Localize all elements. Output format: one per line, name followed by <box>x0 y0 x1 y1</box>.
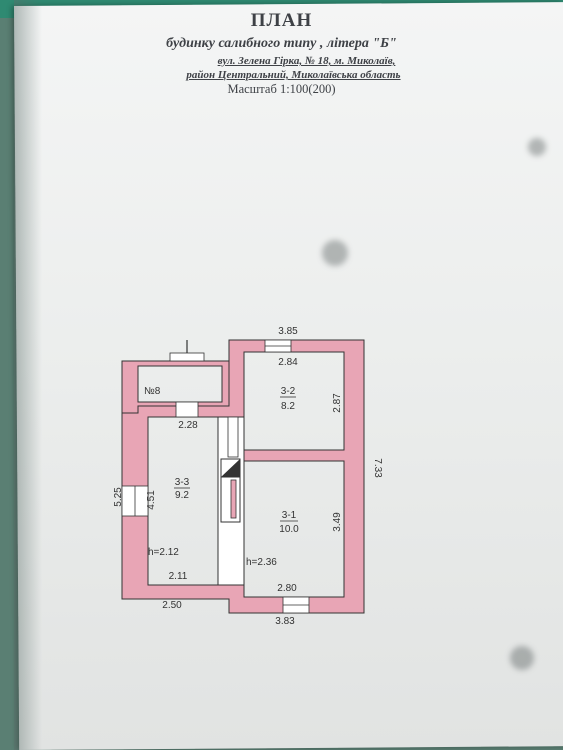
paper-spot <box>510 646 534 670</box>
address-line-1: вул. Зелена Гірка, № 18, м. Миколаїв, <box>217 55 396 67</box>
room-id: 3-3 <box>175 477 190 488</box>
stove-flue <box>230 479 237 519</box>
dim-room33-bottom: 2.11 <box>169 571 188 582</box>
dim-right-total: 7.33 <box>372 458 383 478</box>
annex-walls <box>121 360 230 414</box>
address-line-2: район Центральний, Миколаївська область <box>186 69 401 81</box>
room-area: 9.2 <box>175 490 189 501</box>
dim-bottom-left: 2.50 <box>162 600 182 611</box>
page-fold-shadow <box>14 0 42 750</box>
stove-chimney <box>221 459 240 477</box>
room-height: h=2.12 <box>148 547 179 558</box>
building-type: будинку салибного типу , літера "Б" <box>166 36 397 51</box>
dim-left-total: 5.25 <box>113 487 124 507</box>
room-height: h=2.36 <box>246 557 277 568</box>
plan-title: ПЛАН <box>250 10 313 31</box>
dim-top-total: 3.85 <box>278 326 298 337</box>
room-area: 10.0 <box>279 524 299 535</box>
dim-room32-width: 2.84 <box>278 357 298 368</box>
entrance-door <box>169 352 205 362</box>
dim-room33-top: 2.28 <box>178 420 198 431</box>
dim-room31-depth: 3.49 <box>332 512 343 532</box>
paper-spot <box>322 240 348 266</box>
dim-room31-width: 2.80 <box>277 583 297 594</box>
paper-spot <box>528 138 546 156</box>
scale-label: Масштаб 1:100(200) <box>227 82 336 96</box>
doorway <box>227 416 239 458</box>
room-id: 3-2 <box>281 386 296 397</box>
annex-label: №8 <box>144 386 161 397</box>
dim-room33-depth: 4.51 <box>146 490 157 510</box>
stove-body <box>220 476 241 523</box>
dim-bottom-right: 3.83 <box>275 616 295 627</box>
room-area: 8.2 <box>281 401 295 412</box>
dim-room32-depth: 2.87 <box>332 393 343 413</box>
inner-door <box>175 401 199 418</box>
room-id: 3-1 <box>282 510 297 521</box>
windows <box>121 339 310 614</box>
